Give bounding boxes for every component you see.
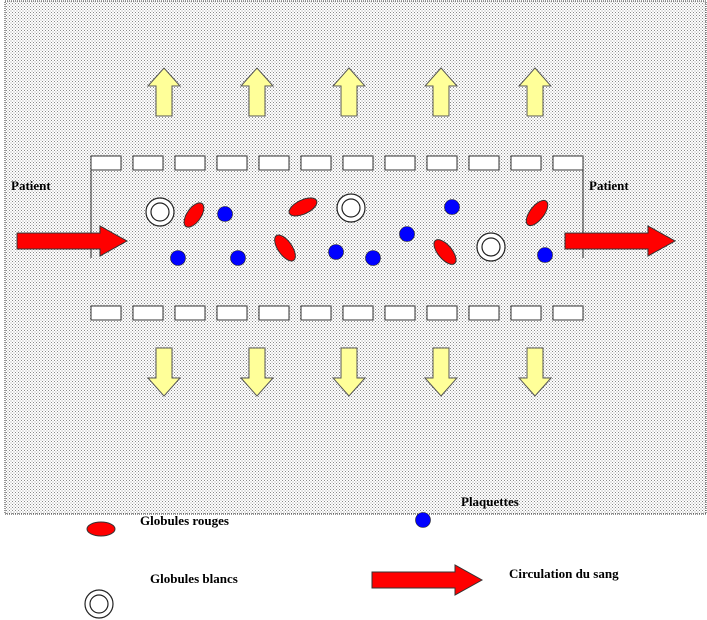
- down-arrow: [423, 347, 459, 397]
- membrane-bottom: [90, 305, 584, 321]
- patient-out-label: Patient: [589, 178, 629, 193]
- white-cell: [145, 197, 175, 227]
- red-cell: [183, 202, 205, 228]
- down-arrow: [146, 347, 182, 397]
- down-arrow: [239, 347, 275, 397]
- white-cell: [336, 193, 366, 223]
- white-cells: [145, 193, 506, 262]
- red-cells: [183, 197, 549, 265]
- filtration-arrows-down: [146, 347, 553, 397]
- platelet: [328, 244, 344, 260]
- platelets: [170, 199, 553, 266]
- red-cell: [274, 234, 296, 262]
- filtration-arrows-up: [146, 67, 553, 117]
- down-arrow: [331, 347, 367, 397]
- platelet: [170, 250, 186, 266]
- up-arrow: [423, 67, 459, 117]
- up-arrow: [517, 67, 553, 117]
- platelet: [230, 250, 246, 266]
- legend-red-cells-label: Globules rouges: [140, 513, 229, 528]
- membrane-top: [90, 155, 584, 171]
- platelet: [217, 206, 233, 222]
- legend-platelet-icon: [415, 512, 431, 528]
- red-cell: [433, 239, 457, 265]
- legend: Globules rouges Globules blancs Plaquett…: [84, 494, 619, 619]
- blood-inflow-arrow: [16, 225, 129, 257]
- legend-red-cell-icon: [86, 521, 116, 537]
- platelet: [537, 247, 553, 263]
- white-cell: [476, 232, 506, 262]
- blood-outflow-arrow: [564, 225, 677, 257]
- down-arrow: [517, 347, 553, 397]
- legend-blood-flow-label: Circulation du sang: [509, 566, 619, 581]
- legend-blood-flow-arrow: [371, 564, 484, 596]
- red-cell: [288, 197, 318, 217]
- legend-white-cells-label: Globules blancs: [150, 571, 238, 586]
- up-arrow: [146, 67, 182, 117]
- up-arrow: [331, 67, 367, 117]
- legend-white-cell-icon: [84, 589, 114, 619]
- legend-platelets-label: Plaquettes: [461, 494, 519, 509]
- red-cell: [525, 199, 549, 227]
- up-arrow: [239, 67, 275, 117]
- platelet: [399, 226, 415, 242]
- platelet: [444, 199, 460, 215]
- patient-in-label: Patient: [11, 178, 51, 193]
- platelet: [365, 250, 381, 266]
